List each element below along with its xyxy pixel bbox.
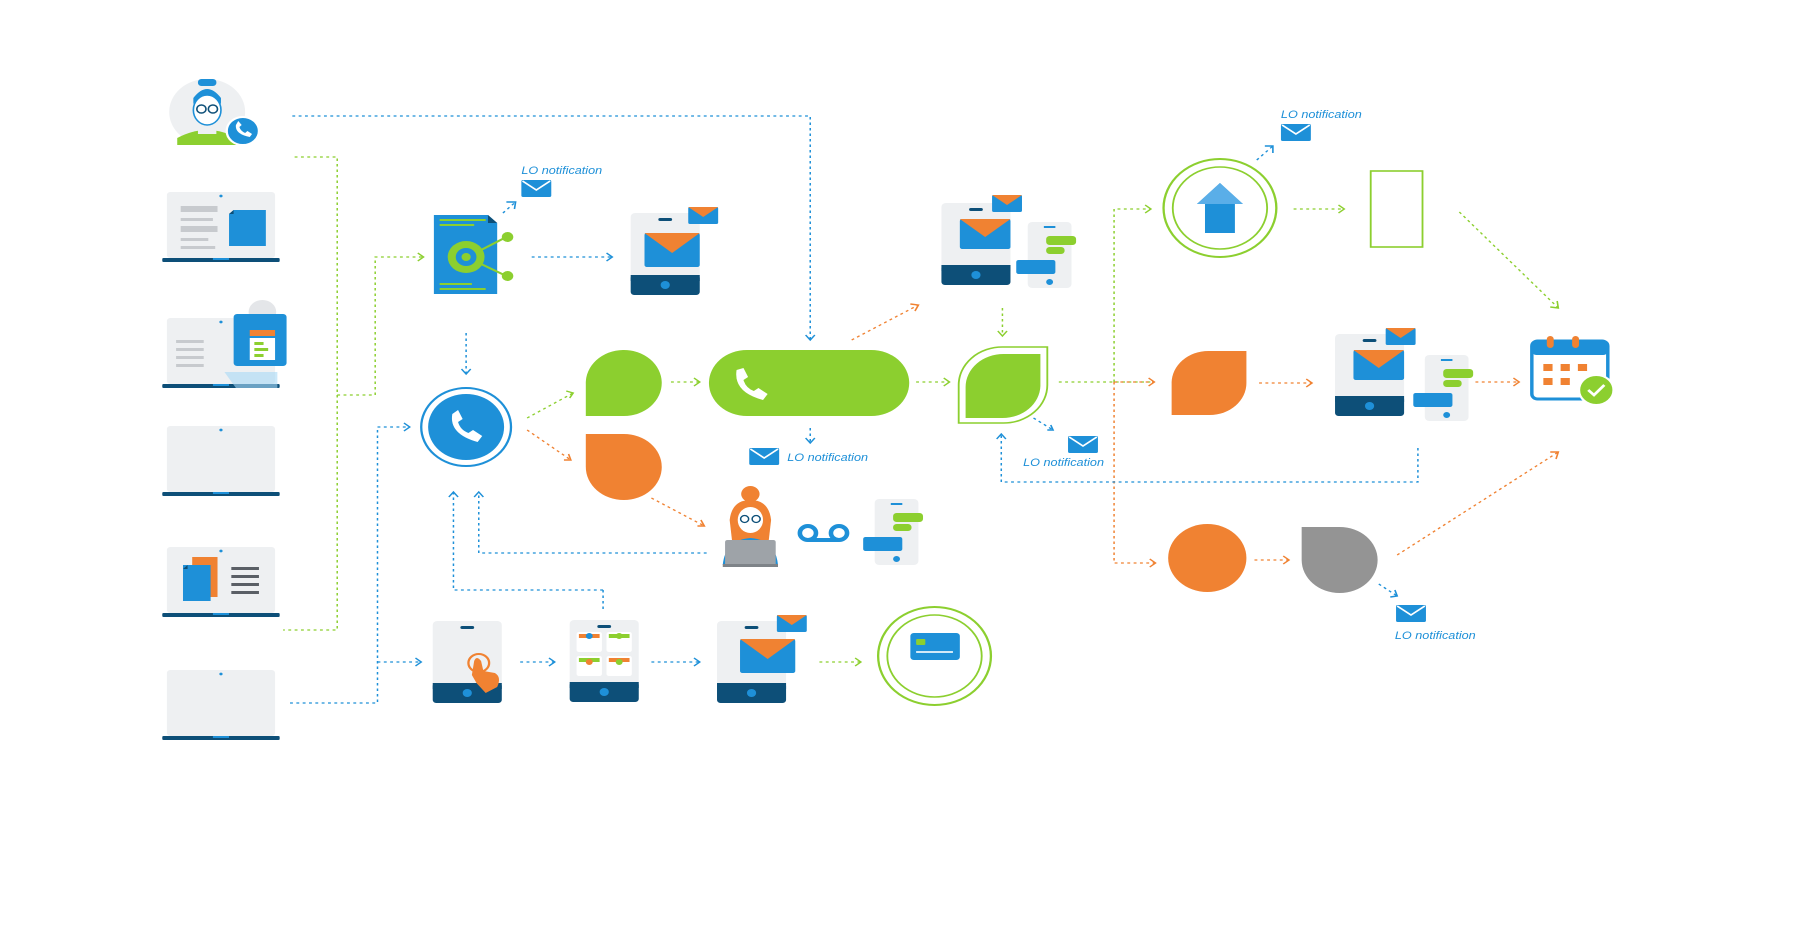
- lo-notification-label: LO notification: [1281, 108, 1362, 121]
- upload-circle: [1162, 158, 1278, 258]
- connectors: [283, 115, 1559, 704]
- laptop-document-icon: [162, 192, 280, 262]
- orange-leaf-shape: [1171, 351, 1247, 415]
- phone-call-circle: [420, 387, 513, 467]
- orange-leaf-shape: [585, 434, 662, 500]
- tablet-touch-icon: [432, 621, 502, 703]
- email-icon: [1280, 123, 1312, 142]
- lo-notification-label: LO notification: [1023, 456, 1104, 469]
- gray-leaf-shape: [1301, 527, 1378, 593]
- arrowheads: [403, 145, 1560, 667]
- email-icon: [1395, 604, 1427, 623]
- phone-call-icon: [451, 410, 483, 442]
- tablet-email-icon: [717, 615, 807, 703]
- tablet-email-chat-icon: [941, 195, 1077, 288]
- email-icon: [748, 447, 781, 466]
- lo-notification-label: LO notification: [787, 451, 868, 464]
- lo-notification-label: LO notification: [521, 164, 602, 177]
- tablet-cards-icon: [569, 620, 639, 702]
- email-icon: [520, 179, 553, 198]
- laptop-blank-icon: [162, 426, 280, 496]
- outlined-rectangle-shape: [1369, 170, 1424, 248]
- phone-call-icon: [736, 368, 768, 400]
- tablet-email-icon: [630, 207, 719, 295]
- payment-card-circle: [876, 606, 993, 706]
- call-center-agent-icon: [722, 486, 779, 567]
- lo-notification-label: LO notification: [1395, 629, 1476, 642]
- green-leaf-shape: [965, 354, 1041, 418]
- orange-circle-shape: [1168, 524, 1247, 592]
- credit-card-icon: [910, 633, 960, 660]
- email-icon: [1067, 435, 1099, 454]
- laptop-badge-icon: [162, 300, 287, 388]
- calendar-check-icon: [1530, 336, 1615, 406]
- agent-avatar-icon: [169, 79, 261, 146]
- laptop-files-icon: [162, 547, 280, 617]
- tablet-email-chat-icon: [1335, 328, 1474, 421]
- document-share-icon: [433, 215, 514, 294]
- text-message-icon: [863, 499, 924, 565]
- voicemail-icon: [797, 524, 850, 542]
- green-leaf-shape: [585, 350, 662, 416]
- call-pill: [708, 350, 910, 416]
- laptop-empty-icon: [162, 670, 280, 740]
